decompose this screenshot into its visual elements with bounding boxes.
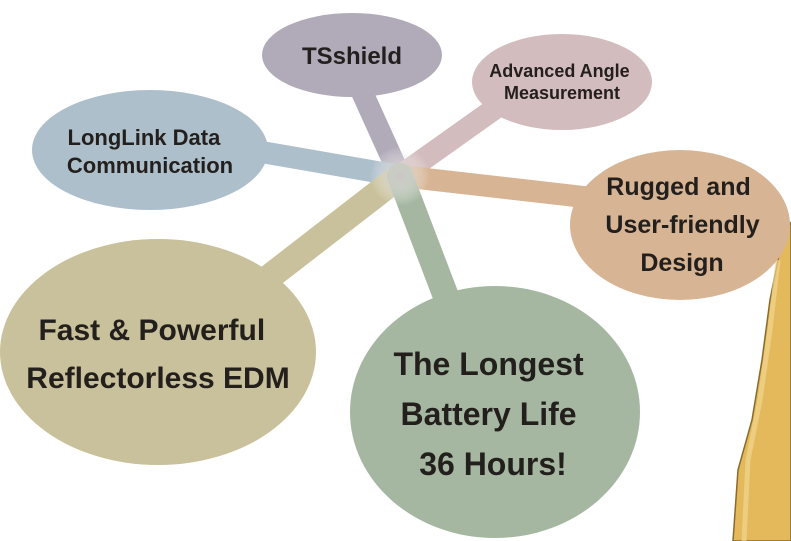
node-longlink-line-2: Communication [67,153,233,178]
svg-text:Fast & Powerful Reflecto: Fast & Powerful Reflectorless EDM [26,314,289,395]
node-fast-powerful-bubble [0,239,316,465]
node-rugged-bubble [570,150,790,300]
svg-text:The Longest Battery Life: The Longest Battery Life 36 Hours! [393,346,592,482]
node-fast-powerful-line-1: Fast & Powerful [38,314,265,347]
node-longlink: LongLink Data Communication [32,90,268,210]
node-rugged: Rugged and User-friendly Design [570,150,790,300]
node-battery-line-1: The Longest [393,346,584,382]
node-advanced-angle-line-2: Measurement [504,83,620,103]
node-longlink-bubble [32,90,268,210]
node-advanced-angle-bubble [472,34,652,130]
node-rugged-line-3: Design [640,249,723,277]
node-battery: The Longest Battery Life 36 Hours! [350,286,640,538]
node-longlink-line-1: LongLink Data [68,125,222,150]
svg-text:LongLink Data Communicat: LongLink Data Communication [67,125,233,178]
node-advanced-angle-line-1: Advanced Angle [489,61,629,81]
node-tsshield-bubble [262,13,442,97]
node-rugged-line-2: User-friendly [605,211,759,239]
node-tsshield-line-1: TSshield [302,43,402,70]
svg-text:Advanced Angle Measureme: Advanced Angle Measurement [489,61,634,103]
node-battery-bubble [350,286,640,538]
hub-center [370,146,430,206]
node-rugged-line-1: Rugged and [606,173,750,201]
node-advanced-angle: Advanced Angle Measurement [472,34,652,130]
node-fast-powerful: Fast & Powerful Reflectorless EDM [0,239,316,465]
spoke-fast-powerful [237,163,413,305]
node-battery-line-2: Battery Life [401,396,577,432]
node-tsshield: TSshield [262,13,442,97]
svg-text:Rugged and User-friendly: Rugged and User-friendly Design [605,173,766,277]
node-battery-line-3: 36 Hours! [419,446,567,482]
instrument-device-image [732,221,791,541]
device-highlight [741,259,781,541]
svg-text:TSshield: TSshield [302,43,402,70]
spoke-rugged [389,165,621,211]
node-fast-powerful-line-2: Reflectorless EDM [26,362,289,395]
